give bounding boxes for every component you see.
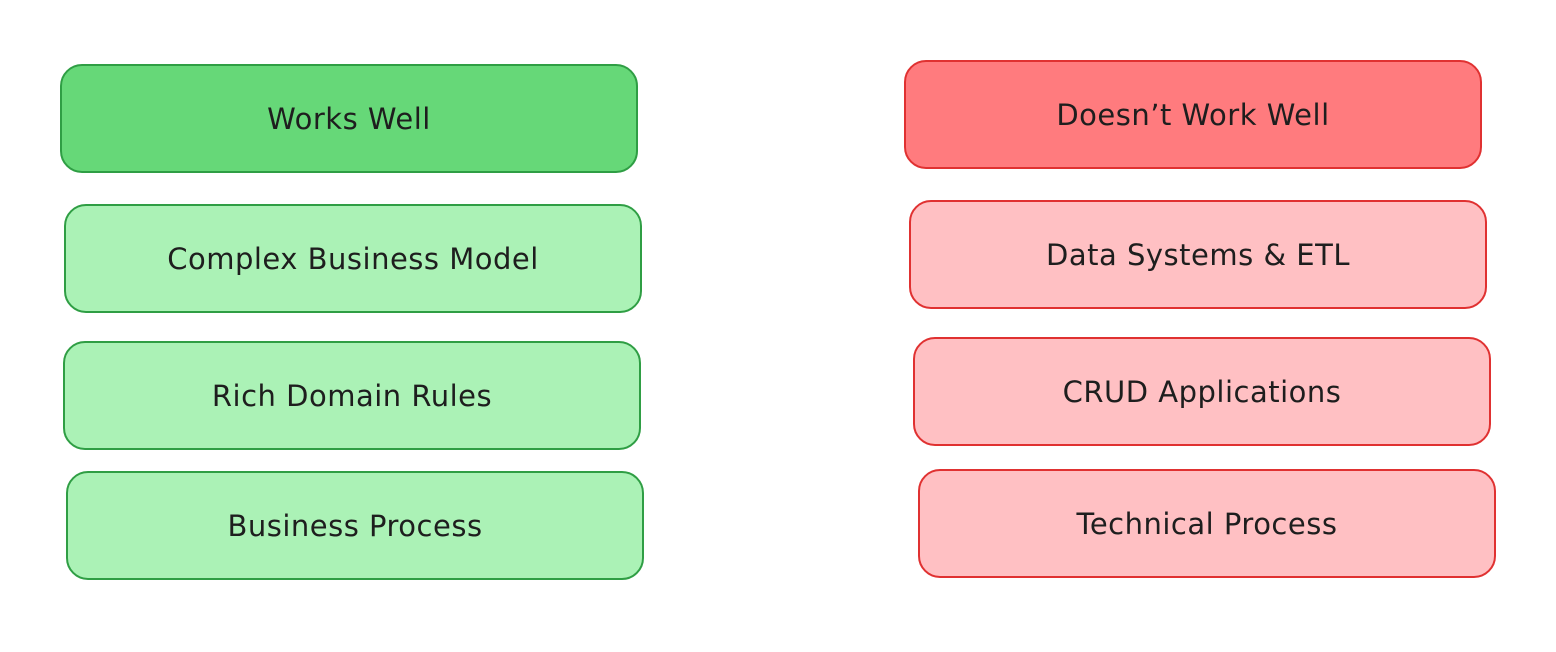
works-well-item: Business Process (66, 471, 644, 580)
works-well-item: Rich Domain Rules (63, 341, 641, 450)
works-well-item-label: Business Process (227, 508, 483, 543)
doesnt-work-well-item: Data Systems & ETL (909, 200, 1487, 309)
doesnt-work-well-item-label: CRUD Applications (1062, 374, 1342, 409)
doesnt-work-well-header: Doesn’t Work Well (904, 60, 1482, 169)
works-well-item-label: Complex Business Model (167, 241, 539, 276)
works-well-header: Works Well (60, 64, 638, 173)
doesnt-work-well-header-label: Doesn’t Work Well (1056, 97, 1330, 132)
doesnt-work-well-item: CRUD Applications (913, 337, 1491, 446)
works-well-item-label: Rich Domain Rules (211, 378, 493, 413)
doesnt-work-well-item-label: Data Systems & ETL (1046, 237, 1350, 272)
works-well-header-label: Works Well (267, 101, 431, 136)
works-well-item: Complex Business Model (64, 204, 642, 313)
doesnt-work-well-item: Technical Process (918, 469, 1496, 578)
doesnt-work-well-item-label: Technical Process (1076, 506, 1338, 541)
